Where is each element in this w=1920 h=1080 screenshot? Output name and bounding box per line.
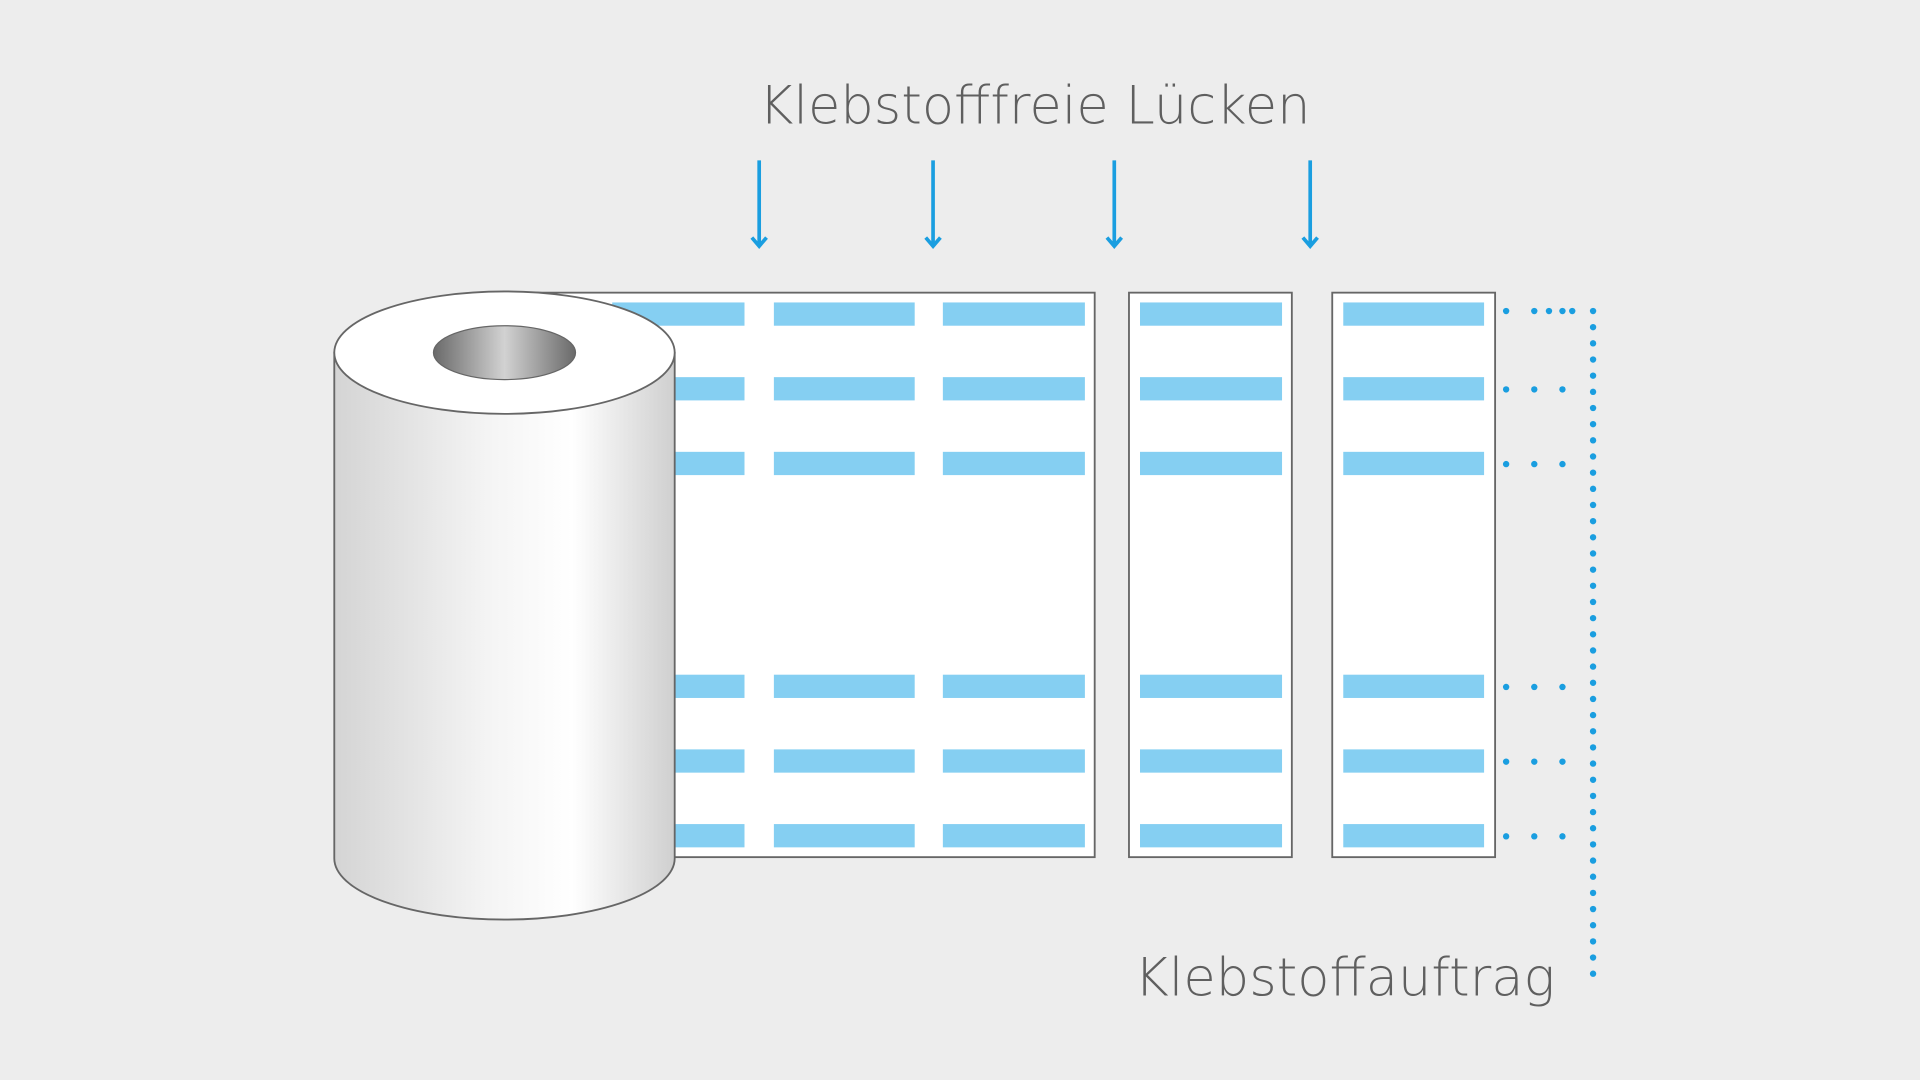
adhesive-dot <box>1559 683 1566 691</box>
adhesive-stripe <box>773 749 915 773</box>
gap-arrow-icon <box>1301 160 1319 249</box>
adhesive-bracket-dot <box>1589 841 1597 848</box>
adhesive-bracket-dot <box>1589 760 1597 767</box>
adhesive-stripe <box>773 302 915 326</box>
adhesive-bracket-dot <box>1589 728 1597 735</box>
adhesive-bracket-dot <box>1589 453 1597 460</box>
adhesive-bracket-dot <box>1589 905 1597 913</box>
gap-arrow-icon <box>750 160 768 249</box>
adhesive-bracket-dot <box>1589 889 1597 897</box>
adhesive-stripe <box>1140 451 1283 476</box>
adhesive-bracket-dot <box>1589 679 1597 686</box>
adhesive-label: Klebstoffauftrag <box>1134 948 1555 1009</box>
adhesive-bracket-dot <box>1589 711 1597 719</box>
adhesive-stripe <box>1140 302 1283 326</box>
adhesive-bracket-dot <box>1589 825 1597 832</box>
adhesive-bracket-dot <box>1589 776 1597 783</box>
adhesive-stripe <box>942 302 1085 326</box>
adhesive-bracket-dot <box>1589 631 1597 638</box>
adhesive-dot <box>1559 307 1566 315</box>
adhesive-stripe <box>1140 824 1283 848</box>
adhesive-stripe <box>1343 302 1485 326</box>
adhesive-stripe <box>1343 377 1485 401</box>
adhesive-dot <box>1502 307 1510 315</box>
adhesive-bracket-dot <box>1589 954 1597 961</box>
adhesive-bracket-dot <box>1589 647 1597 654</box>
adhesive-stripe <box>942 451 1085 476</box>
adhesive-dot <box>1531 307 1538 315</box>
adhesive-stripe <box>773 451 915 476</box>
adhesive-stripe <box>1140 674 1283 698</box>
adhesive-stripe <box>942 749 1085 773</box>
adhesive-stripe <box>773 674 915 698</box>
adhesive-bracket-dot <box>1589 970 1597 977</box>
adhesive-stripe <box>1343 451 1485 476</box>
adhesive-dot <box>1502 758 1510 765</box>
adhesive-dot <box>1502 460 1510 468</box>
adhesive-bracket-dot <box>1589 550 1597 557</box>
roll-body <box>333 351 676 921</box>
gaps-title: Klebstofffreie Lücken <box>759 76 1311 137</box>
adhesive-bracket-dot <box>1589 792 1597 800</box>
adhesive-stripe <box>773 377 915 401</box>
adhesive-stripe <box>942 824 1085 848</box>
adhesive-stripe <box>773 824 915 848</box>
adhesive-dot <box>1559 833 1566 840</box>
arrow-head <box>1105 236 1124 249</box>
adhesive-bracket-dot <box>1589 388 1597 396</box>
adhesive-stripe <box>942 377 1085 401</box>
adhesive-stripe <box>942 674 1085 698</box>
adhesive-bracket-dot <box>1589 485 1597 493</box>
adhesive-dot <box>1531 833 1538 840</box>
adhesive-bracket-dot <box>1589 744 1597 751</box>
roll <box>333 290 676 921</box>
adhesive-dot <box>1531 460 1538 468</box>
arrow-head <box>750 236 768 249</box>
adhesive-bracket-dot <box>1589 873 1597 880</box>
adhesive-stripe <box>1343 749 1485 773</box>
adhesive-stripe <box>1140 377 1283 401</box>
adhesive-dot <box>1545 307 1553 315</box>
gap-arrow-icon <box>924 160 942 249</box>
adhesive-dot <box>1502 386 1510 393</box>
adhesive-bracket-dot <box>1589 857 1597 864</box>
adhesive-bracket-dot <box>1589 695 1597 703</box>
adhesive-dot <box>1531 758 1538 765</box>
adhesive-bracket-dot <box>1589 534 1597 541</box>
adhesive-bracket-dot <box>1589 437 1597 444</box>
adhesive-dot <box>1559 758 1566 765</box>
adhesive-bracket-dot <box>1589 469 1597 476</box>
roll-core-hole <box>432 325 577 381</box>
adhesive-stripe <box>1343 674 1485 698</box>
adhesive-bracket-dot <box>1589 582 1597 589</box>
adhesive-dot <box>1569 307 1576 315</box>
arrow-head <box>1301 236 1319 249</box>
adhesive-dot <box>1502 683 1510 691</box>
adhesive-dot <box>1559 460 1566 468</box>
adhesive-dot <box>1531 386 1538 393</box>
adhesive-bracket-dot <box>1589 404 1597 412</box>
adhesive-bracket-dot <box>1589 517 1597 525</box>
adhesive-bracket-dot <box>1589 324 1597 331</box>
gap-arrow-icon <box>1105 160 1124 249</box>
adhesive-bracket-dot <box>1589 501 1597 509</box>
adhesive-bracket-dot <box>1589 614 1597 622</box>
adhesive-stripe <box>1140 749 1283 773</box>
adhesive-bracket-dot <box>1589 598 1597 606</box>
adhesive-bracket-dot <box>1589 420 1597 428</box>
adhesive-bracket-dot <box>1589 340 1597 347</box>
adhesive-bracket-dot <box>1589 808 1597 816</box>
adhesive-bracket-dot <box>1589 372 1597 379</box>
adhesive-dot <box>1531 683 1538 691</box>
adhesive-dot <box>1502 833 1510 840</box>
adhesive-bracket-dot <box>1589 566 1597 573</box>
adhesive-dot <box>1559 386 1566 393</box>
arrow-head <box>924 236 942 249</box>
adhesive-bracket-dot <box>1589 922 1597 929</box>
adhesive-stripe <box>1343 824 1485 848</box>
adhesive-bracket-dot <box>1589 663 1597 670</box>
adhesive-bracket-dot <box>1589 938 1597 945</box>
adhesive-bracket-dot <box>1589 307 1597 315</box>
adhesive-bracket-dot <box>1589 356 1597 363</box>
